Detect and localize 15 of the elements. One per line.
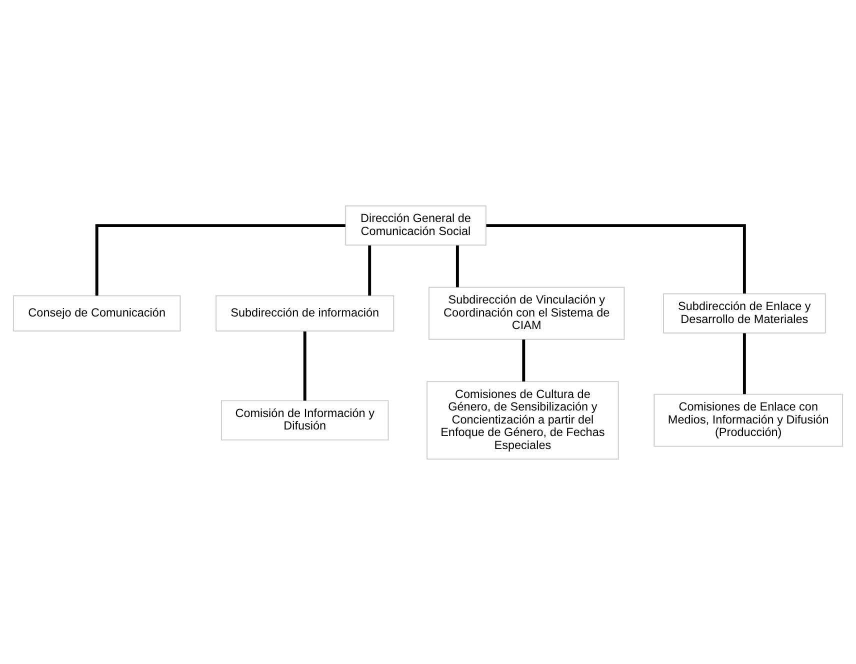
connector — [368, 244, 372, 296]
node-box: Subdirección de información — [216, 294, 394, 332]
node-box: Subdirección de Enlace y Desarrollo de Materiales — [663, 292, 826, 333]
node-box: Comisiones de Enlace con Medios, Información y Difusión (Producción) — [654, 393, 844, 446]
node-box: Comisiones de Cultura de Género, de Sensibilización y Concientización a partir del Enfoque de Género, de Fechas Especiales — [426, 380, 619, 460]
connector — [456, 244, 459, 287]
connector — [522, 339, 526, 381]
connector — [95, 224, 346, 296]
connector — [486, 224, 746, 293]
node-box: Comisión de Información y Difusión — [220, 400, 389, 440]
node-box: Subdirección de Vinculación y Coordinación con el Sistema de CIAM — [428, 286, 625, 340]
connector — [742, 332, 746, 394]
connector — [303, 331, 306, 400]
node-box: Dirección General de Comunicación Social — [345, 204, 486, 246]
node-box: Consejo de Comunicación — [12, 294, 181, 332]
